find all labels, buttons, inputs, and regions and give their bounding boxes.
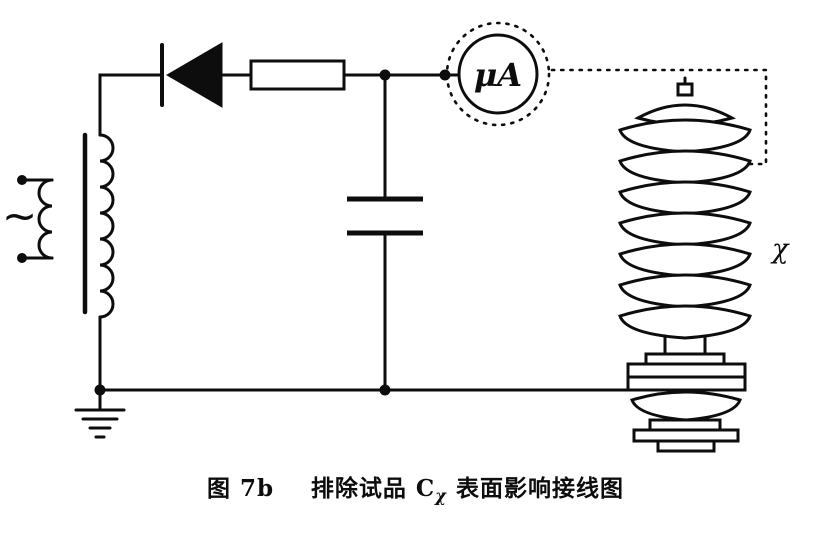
meter-label: μA bbox=[474, 56, 522, 94]
specimen-base-plate bbox=[656, 439, 716, 453]
wire-coil-to-diode bbox=[98, 73, 164, 137]
microammeter: μA bbox=[445, 21, 551, 127]
insulator-shed bbox=[618, 118, 752, 154]
junction-dot bbox=[379, 384, 391, 396]
resistor-body bbox=[249, 59, 346, 91]
ground-symbol bbox=[74, 388, 126, 439]
figure-caption: 图 7b 排除试品 Cχ 表面影响接线图 bbox=[0, 469, 831, 506]
resistor bbox=[249, 59, 346, 91]
meter-shield-dotted-circle bbox=[445, 21, 551, 127]
diode-triangle bbox=[166, 42, 223, 108]
specimen-lower-shed bbox=[630, 390, 742, 422]
caption-text-after-sub: 表面影响接线图 bbox=[447, 475, 625, 502]
insulator-shed bbox=[618, 273, 752, 309]
insulator-shed bbox=[618, 149, 752, 185]
shield-guard-lead bbox=[550, 68, 768, 166]
ac-source: ~ bbox=[2, 175, 54, 263]
insulator-shed bbox=[618, 211, 752, 247]
insulator-shed bbox=[618, 242, 752, 278]
insulator-shed bbox=[618, 180, 752, 216]
specimen-label: χ bbox=[770, 234, 790, 265]
filter-capacitor bbox=[347, 196, 423, 236]
figure-number: 图 7b bbox=[206, 475, 275, 502]
transformer bbox=[37, 132, 115, 319]
junction-dot bbox=[379, 69, 391, 81]
insulator-shed bbox=[618, 304, 752, 340]
meter-body-circle bbox=[457, 33, 539, 115]
junction-dot bbox=[439, 69, 451, 81]
caption-subscript: χ bbox=[435, 485, 448, 506]
circuit-wires bbox=[98, 73, 630, 392]
diode bbox=[160, 42, 223, 108]
caption-text-before-sub: 排除试品 C bbox=[310, 475, 436, 502]
ac-tilde-symbol: ~ bbox=[2, 191, 37, 240]
specimen-base-plate bbox=[632, 428, 740, 443]
test-specimen: χ bbox=[618, 76, 790, 453]
specimen-top-bolt-cap bbox=[676, 82, 694, 97]
transformer-secondary-winding bbox=[98, 133, 115, 319]
transformer-primary-winding bbox=[37, 178, 54, 260]
shield-dotted-line bbox=[550, 68, 768, 166]
